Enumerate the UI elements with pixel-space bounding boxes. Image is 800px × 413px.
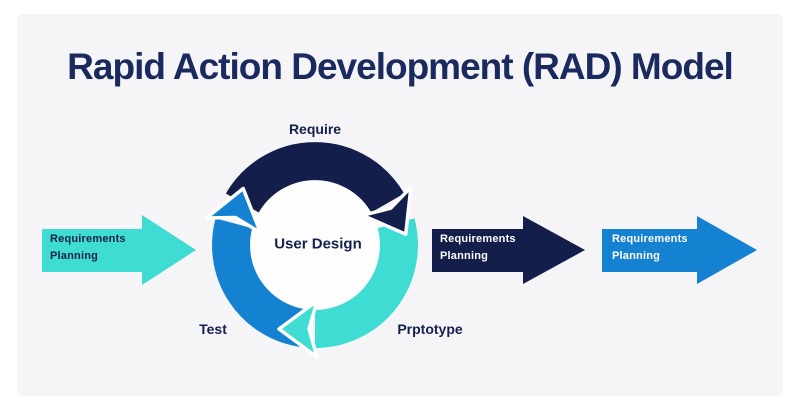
arrow-label-line1: Requirements bbox=[50, 233, 126, 245]
arrow-label-line1: Requirements bbox=[612, 233, 688, 245]
prototype-arc-arrowhead bbox=[277, 299, 319, 359]
requirements-planning-arrow-left: Requirements Planning bbox=[40, 213, 198, 287]
require-arc bbox=[225, 142, 405, 214]
cycle-inner-circle bbox=[250, 180, 380, 310]
arrow-label-line2: Planning bbox=[612, 250, 661, 262]
arrow-label-line2: Planning bbox=[50, 250, 99, 262]
requirements-planning-arrow-right: Requirements Planning bbox=[600, 213, 760, 287]
requirements-planning-arrow-middle: Requirements Planning bbox=[430, 213, 588, 287]
right-arrow-shape bbox=[602, 216, 757, 284]
test-label: Test bbox=[199, 321, 227, 337]
user-design-label: User Design bbox=[274, 235, 362, 253]
prototype-label: Prptotype bbox=[397, 321, 463, 337]
prototype-arc bbox=[314, 218, 418, 348]
require-arc-arrowhead bbox=[360, 185, 413, 236]
arrow-label: Requirements Planning bbox=[50, 231, 126, 265]
arrow-label: Requirements Planning bbox=[612, 231, 688, 265]
arrow-label: Requirements Planning bbox=[440, 231, 516, 265]
rad-cycle-diagram bbox=[204, 142, 418, 359]
arrow-label-line1: Requirements bbox=[440, 233, 516, 245]
page-title: Rapid Action Development (RAD) Model bbox=[67, 46, 734, 87]
require-label: Require bbox=[288, 121, 342, 137]
arrow-label-line2: Planning bbox=[440, 250, 489, 262]
right-arrow-shape bbox=[432, 216, 585, 284]
test-arc-arrowhead bbox=[204, 186, 263, 235]
right-arrow-shape bbox=[42, 215, 196, 285]
